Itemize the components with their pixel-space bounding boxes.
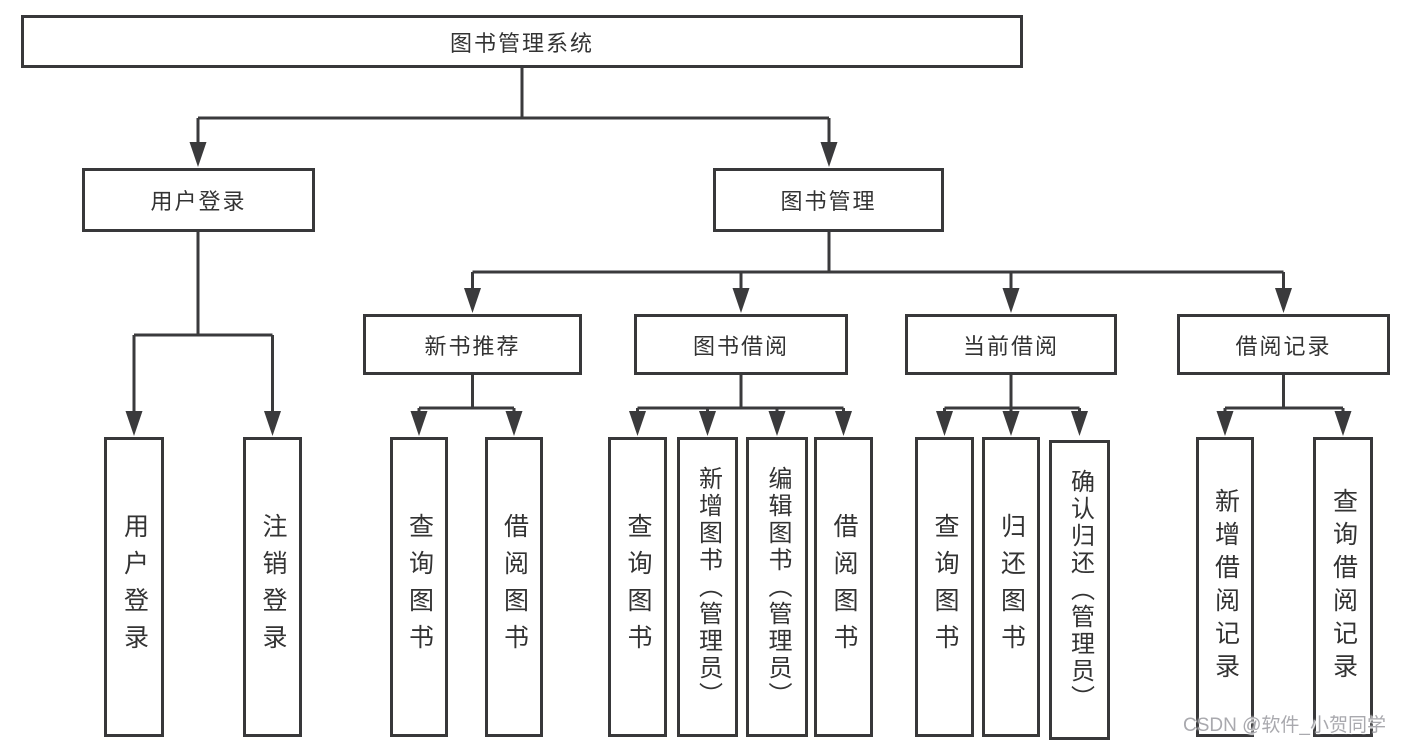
node-label: 用户登录 [120, 513, 149, 661]
arrow-down-icon [1002, 411, 1020, 436]
arrow-down-icon [410, 411, 428, 436]
node-label: 新增借阅记录 [1211, 488, 1240, 686]
edge-currentborrow-to-leaves [943, 375, 1081, 414]
node-label: 借阅图书 [500, 513, 529, 661]
node-label: 归还图书 [997, 513, 1026, 661]
leaf-logout: 注销登录 [243, 437, 302, 737]
node-label: 用户登录 [150, 189, 247, 214]
arrow-down-icon [189, 142, 207, 167]
arrow-down-icon [699, 411, 716, 436]
leaf-user-login: 用户登录 [104, 437, 164, 737]
edge-root-to-level2 [196, 68, 831, 145]
arrow-down-icon [464, 288, 481, 313]
node-new-book-recommend: 新书推荐 [363, 314, 582, 375]
node-label: 编辑图书（管理员） [764, 465, 791, 709]
node-current-borrow: 当前借阅 [905, 314, 1117, 375]
edge-userlogin-to-leaves [132, 232, 274, 414]
arrow-down-icon [125, 411, 143, 436]
arrow-down-icon [820, 142, 838, 167]
leaf-query-borrow-record: 查询借阅记录 [1313, 437, 1373, 737]
node-label: 查询借阅记录 [1329, 488, 1358, 686]
arrow-down-icon [1002, 288, 1020, 313]
edge-newbookrec-to-leaves [417, 375, 516, 414]
arrow-down-icon [1275, 288, 1292, 313]
leaf-confirm-return-admin: 确认归还（管理员） [1049, 440, 1110, 740]
node-label: 注销登录 [259, 513, 287, 661]
node-label: 新增图书（管理员） [694, 465, 722, 709]
node-label: 查询图书 [624, 513, 652, 661]
arrow-down-icon [1216, 411, 1234, 436]
node-label: 确认归还（管理员） [1066, 468, 1094, 712]
arrow-down-icon [264, 411, 281, 436]
leaf-query-books-borrow: 查询图书 [608, 437, 667, 737]
edge-borrowrecords-to-leaves [1223, 375, 1345, 414]
arrow-down-icon [835, 411, 852, 436]
leaf-return-books: 归还图书 [982, 437, 1040, 737]
arrow-down-icon [629, 411, 646, 436]
node-user-login: 用户登录 [82, 168, 315, 232]
node-label: 借阅记录 [1235, 333, 1332, 359]
arrow-down-icon [505, 411, 523, 436]
edge-bookmgmt-to-level3 [471, 232, 1285, 291]
node-label: 当前借阅 [962, 333, 1059, 359]
leaf-edit-books-admin: 编辑图书（管理员） [746, 437, 808, 737]
node-borrow-records: 借阅记录 [1177, 314, 1390, 375]
node-book-management: 图书管理 [713, 168, 944, 232]
csdn-watermark: CSDN @软件_小贺同学 [1183, 715, 1386, 736]
arrow-down-icon [1334, 411, 1352, 436]
node-label: 新书推荐 [424, 333, 521, 359]
leaf-query-books-current: 查询图书 [915, 437, 974, 737]
arrow-down-icon [768, 411, 786, 436]
arrow-down-icon [1071, 411, 1088, 436]
leaf-add-books-admin: 新增图书（管理员） [677, 437, 738, 737]
node-root: 图书管理系统 [21, 15, 1023, 68]
node-book-borrow: 图书借阅 [634, 314, 848, 375]
leaf-borrow-books-recommend: 借阅图书 [485, 437, 543, 737]
node-label: 借阅图书 [830, 513, 858, 661]
leaf-query-books-recommend: 查询图书 [390, 437, 448, 737]
arrow-down-icon [732, 288, 750, 313]
node-label: 查询图书 [931, 513, 959, 661]
leaf-add-borrow-record: 新增借阅记录 [1196, 437, 1254, 737]
node-label: 图书管理 [780, 189, 877, 214]
arrow-down-icon [936, 411, 953, 436]
leaf-borrow-books-borrow: 借阅图书 [814, 437, 873, 737]
node-label: 图书管理系统 [449, 30, 594, 56]
edge-bookborrow-to-leaves [636, 375, 845, 414]
node-label: 查询图书 [405, 513, 434, 661]
node-label: 图书借阅 [692, 333, 789, 359]
